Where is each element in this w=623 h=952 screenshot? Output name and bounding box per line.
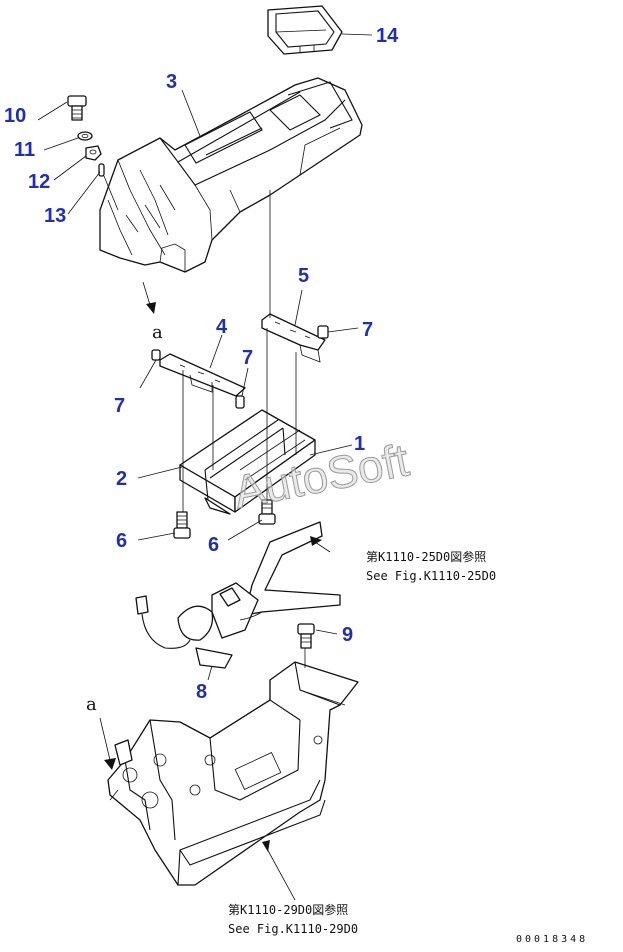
reference-note-25d0-jp: 第K1110-25D0図参照 xyxy=(366,549,486,564)
callout-10: 10 xyxy=(4,105,26,127)
part-3-console-cover xyxy=(99,77,363,273)
part-10-bolt xyxy=(67,95,87,121)
callout-2: 2 xyxy=(116,468,127,490)
callout-8: 8 xyxy=(196,681,207,703)
part-14-tray xyxy=(267,5,343,55)
part-7-clip-a xyxy=(317,325,329,339)
callout-7: 7 xyxy=(242,347,253,369)
part-12-nut xyxy=(85,145,102,161)
callout-4: 4 xyxy=(216,316,228,338)
part-5-bracket xyxy=(261,313,326,363)
callout-14: 14 xyxy=(376,25,399,47)
callout-7: 7 xyxy=(114,395,125,417)
callout-11: 11 xyxy=(14,139,35,161)
reference-note-25d0-en: See Fig.K1110-25D0 xyxy=(366,569,496,583)
drawing-code: 00018348 xyxy=(516,934,588,945)
part-13-pin xyxy=(98,163,105,177)
part-6-bolt-a xyxy=(173,511,191,539)
arrow-heads xyxy=(104,302,322,852)
reference-letter-a: a xyxy=(86,694,97,715)
callout-1: 1 xyxy=(354,433,365,455)
reference-note-29d0-jp: 第K1110-29D0図参照 xyxy=(228,902,348,917)
part-8-lever-assembly xyxy=(135,521,341,669)
base-frame xyxy=(107,661,359,886)
part-11-washer xyxy=(77,131,93,141)
callout-13: 13 xyxy=(44,205,66,227)
callout-3: 3 xyxy=(166,71,177,93)
callout-7: 7 xyxy=(362,319,373,341)
callout-6: 6 xyxy=(116,530,127,552)
part-1-2-frame xyxy=(179,409,316,515)
part-9-bolt xyxy=(297,623,315,649)
part-7-clip-c xyxy=(151,349,161,361)
reference-note-29d0-en: See Fig.K1110-29D0 xyxy=(228,922,358,936)
callout-9: 9 xyxy=(342,624,353,646)
reference-letter-a: a xyxy=(152,322,163,343)
callout-12: 12 xyxy=(28,171,50,193)
leader-lines xyxy=(37,33,373,901)
callout-6: 6 xyxy=(208,534,219,556)
part-7-clip-b xyxy=(235,395,245,409)
part-4-bracket xyxy=(159,353,246,397)
callout-5: 5 xyxy=(298,265,309,287)
